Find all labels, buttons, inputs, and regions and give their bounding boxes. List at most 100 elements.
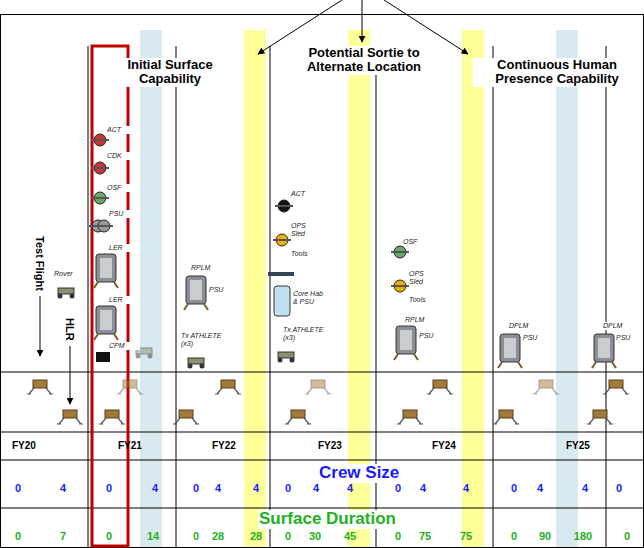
year-divider: [270, 46, 271, 548]
row-divider: [0, 432, 644, 433]
year-divider: [88, 46, 89, 548]
crew-number: 4: [208, 482, 228, 494]
fiscal-year: FY22: [212, 440, 252, 451]
row-heading: Crew Size: [318, 464, 400, 483]
habitat-module: [498, 334, 522, 368]
element-label: PSU: [108, 210, 140, 218]
row-divider: [0, 508, 644, 509]
habitat-module: [184, 276, 208, 310]
lander-icon: [215, 380, 241, 394]
element-label: Tools: [408, 296, 440, 304]
highlight-band: [140, 30, 162, 548]
element-label: LER: [108, 296, 140, 304]
element-label: OSF: [106, 184, 138, 192]
highlight-band: [462, 30, 484, 548]
element-label: Rover: [54, 270, 84, 278]
rover-icon: [278, 352, 295, 363]
crew-number: 0: [186, 482, 206, 494]
element-label: PSU: [615, 334, 641, 342]
fiscal-year: FY20: [12, 440, 52, 451]
element-label: CDK: [106, 152, 138, 160]
crew-number: 4: [306, 482, 326, 494]
lander-icon: [285, 410, 311, 424]
fiscal-year: FY25: [566, 440, 606, 451]
row-divider: [0, 460, 644, 461]
equipment-icon: [91, 162, 109, 174]
lander-icon: [587, 410, 613, 424]
element-label: OPS Sled: [290, 222, 322, 237]
equipment-icon: [391, 246, 409, 258]
crew-number: 0: [388, 482, 408, 494]
crew-number: 0: [504, 482, 524, 494]
equipment-icon: [91, 134, 109, 146]
duration-number: 0: [184, 530, 208, 542]
core-hab: [274, 286, 290, 316]
crew-number: 4: [145, 482, 165, 494]
lander-icon: [397, 410, 423, 424]
lander-icon: [427, 380, 453, 394]
element-label: Tx ATHLETE (x3): [282, 326, 330, 341]
habitat-module: [94, 254, 118, 288]
lander-icon: [603, 380, 629, 394]
element-label: Tx ATHLETE (x3): [180, 332, 228, 347]
duration-number: 28: [206, 530, 230, 542]
element-label: Core Hab & PSU: [292, 290, 328, 305]
duration-number: 0: [6, 530, 30, 542]
pointer-arrow: [70, 346, 71, 404]
crew-number: 0: [278, 482, 298, 494]
flight-label: Test Flight: [34, 236, 46, 291]
flight-label: HLR: [64, 318, 76, 341]
row-heading: Surface Duration: [258, 510, 397, 529]
row-divider: [0, 372, 644, 373]
habitat-module: [394, 326, 418, 360]
element-label: ACT: [106, 126, 138, 134]
fiscal-year: FY24: [432, 440, 472, 451]
duration-number: 28: [244, 530, 268, 542]
element-label: CPM: [108, 342, 140, 350]
element-label: PSU: [522, 334, 554, 342]
phase-heading: Initial Surface Capability: [110, 58, 230, 87]
crew-number: 4: [575, 482, 595, 494]
year-divider: [606, 46, 607, 548]
crew-number: 4: [530, 482, 550, 494]
lander-icon: [27, 380, 53, 394]
highlight-band: [556, 30, 578, 548]
duration-number: 0: [276, 530, 300, 542]
duration-number: 75: [454, 530, 478, 542]
lander-icon: [533, 380, 559, 394]
duration-number: 7: [51, 530, 75, 542]
crew-number: 4: [413, 482, 433, 494]
element-label: PSU: [208, 286, 240, 294]
duration-number: 0: [615, 530, 639, 542]
equipment-icon: [96, 352, 110, 362]
highlight-band: [244, 30, 266, 548]
duration-number: 30: [303, 530, 327, 542]
lander-icon: [117, 380, 143, 394]
duration-number: 90: [533, 530, 557, 542]
element-label: PSU: [418, 332, 450, 340]
truss-bar: [268, 272, 294, 276]
element-label: RPLM: [190, 264, 222, 272]
lander-icon: [173, 410, 199, 424]
rover-icon: [58, 288, 75, 299]
crew-number: 4: [246, 482, 266, 494]
crew-number: 4: [340, 482, 360, 494]
crew-number: 4: [53, 482, 73, 494]
year-divider: [176, 46, 177, 548]
crew-number: 4: [456, 482, 476, 494]
duration-number: 14: [141, 530, 165, 542]
phase-heading: Continuous Human Presence Capability: [473, 58, 641, 87]
crew-number: 0: [609, 482, 629, 494]
fiscal-year: FY21: [118, 440, 158, 451]
element-label: ACT: [290, 190, 322, 198]
lander-icon: [493, 410, 519, 424]
element-label: OPS Sled: [408, 270, 440, 285]
phase-heading: Potential Sortie to Alternate Location: [288, 46, 440, 75]
duration-number: 0: [97, 530, 121, 542]
element-label: DPLM: [508, 322, 540, 330]
duration-number: 75: [413, 530, 437, 542]
equipment-icon: [275, 200, 293, 212]
element-label: RPLM: [404, 316, 436, 324]
element-label: OSF: [402, 238, 434, 246]
lander-icon: [57, 410, 83, 424]
